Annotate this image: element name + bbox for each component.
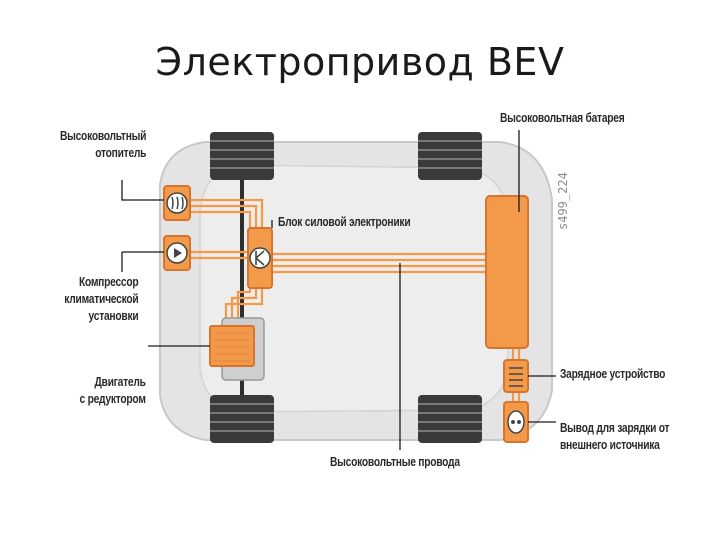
slide-title: Электропривод BEV <box>155 40 565 84</box>
label-compressor: Компрессор климатической установки <box>63 275 138 323</box>
label-battery: Высоковольтная батарея <box>500 111 625 125</box>
figure-code: s499_224 <box>556 172 570 230</box>
hv-wire-main <box>272 252 486 274</box>
motor <box>209 325 255 367</box>
heater-icon <box>171 196 184 210</box>
tire-front-left <box>210 132 274 180</box>
hv-battery <box>485 195 529 349</box>
label-hv-wires: Высоковольтные провода <box>330 455 460 469</box>
label-heater: Высоковольтный отопитель <box>59 129 147 160</box>
hv-wire-compressor <box>188 250 248 260</box>
label-charge-port: Вывод для зарядки от внешнего источника <box>560 421 670 452</box>
plug-icon <box>507 410 525 434</box>
compressor-icon <box>174 248 182 258</box>
hv-wire-heater <box>188 198 264 232</box>
label-motor: Двигатель с редуктором <box>79 375 146 406</box>
tire-front-right <box>210 395 274 443</box>
label-charger: Зарядное устройство <box>560 367 666 381</box>
leader-compressor <box>121 251 164 272</box>
inverter-icon <box>255 250 265 266</box>
leader-heater <box>121 180 164 201</box>
tire-rear-right <box>418 395 482 443</box>
label-power-electronics: Блок силовой электроники <box>278 215 411 229</box>
tire-rear-left <box>418 132 482 180</box>
charger-unit <box>503 359 529 393</box>
